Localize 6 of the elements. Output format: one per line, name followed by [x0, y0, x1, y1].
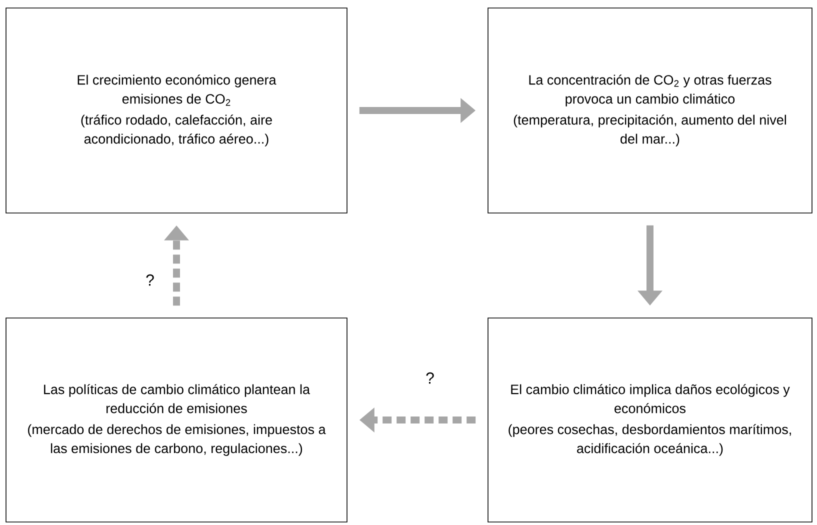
- text-box: El crecimiento económico genera emisiones de CO$_{2}$ (tráfico rodado, calefacción, aire acondicionado, tráfico aéreo...): [6, 8, 348, 214]
- text-box: El cambio climático implica daños ecológicos y económicos (peores cosechas, desbordamientos marítimos, acidificación oceánica...): [488, 318, 812, 522]
- text-box: La concentración de CO$_{2}$ y otras fuerzas provoca un cambio climático (temperatura, precipitación, aumento del nivel del mar...): [488, 8, 812, 214]
- edge-label: ?: [144, 273, 156, 287]
- edge-label: ?: [424, 371, 436, 385]
- text-box: Las políticas de cambio climático plantean la reducción de emisiones (mercado de derechos de emisiones, impuestos a las emisiones de carbono, regulaciones...): [6, 318, 348, 522]
